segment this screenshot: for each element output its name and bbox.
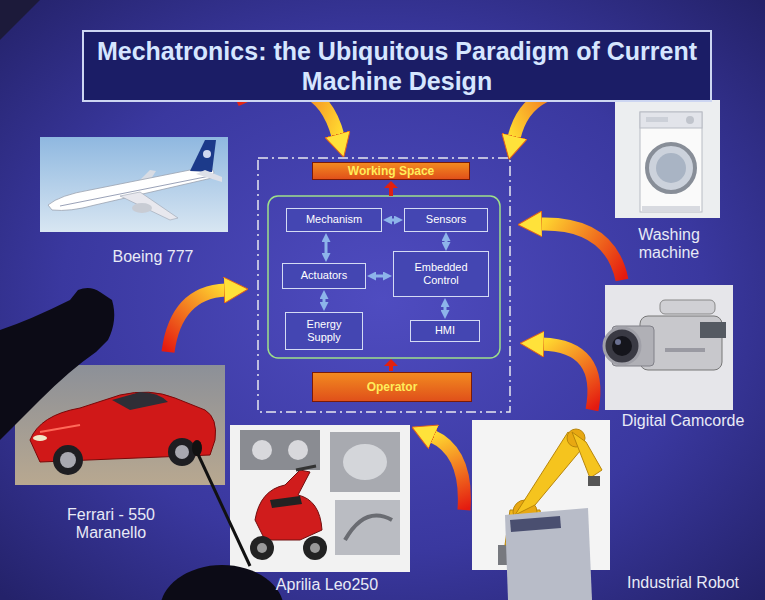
camcorder-photo [604, 285, 733, 410]
block-box: Mechanism [286, 208, 382, 232]
block-box: Sensors [404, 208, 488, 232]
picture-caption: Ferrari - 550 Maranello [46, 506, 176, 543]
picture-caption: Boeing 777 [98, 248, 208, 266]
podium-sign [505, 508, 592, 600]
node-text: HMI [435, 324, 455, 337]
node-text: Embedded Control [398, 261, 484, 287]
airplane-photo [40, 137, 228, 232]
washing-machine-photo [615, 100, 720, 218]
phase-bar: Operator [312, 372, 472, 402]
node-text: Sensors [426, 213, 466, 226]
head-silhouette [160, 565, 284, 600]
scooter-photo [230, 425, 410, 572]
picture-caption: Digital Camcorde [608, 412, 758, 430]
block-box: Embedded Control [393, 251, 489, 297]
link-arrow [444, 307, 447, 310]
hand-silhouette [0, 288, 114, 440]
link-arrow [376, 275, 383, 278]
title-banner: Mechatronics: the Ubiquitous Paradigm of… [82, 30, 712, 102]
node-text: Actuators [301, 269, 347, 282]
node-text: Energy Supply [290, 318, 358, 344]
link-arrow [392, 219, 394, 222]
picture-caption: Aprilia Leo250 [252, 576, 402, 594]
node-text: Mechanism [306, 213, 362, 226]
picture-caption: Washing machine [624, 226, 714, 263]
node-text: Operator [367, 380, 418, 394]
picture-caption: Industrial Robot [608, 574, 758, 592]
phase-bar: Working Space [312, 162, 470, 180]
block-box: HMI [410, 320, 480, 342]
block-box: Energy Supply [285, 312, 363, 350]
link-arrow [323, 299, 326, 302]
title-text: Mechatronics: the Ubiquitous Paradigm of… [96, 36, 698, 96]
block-box: Actuators [282, 263, 366, 289]
node-text: Working Space [348, 164, 434, 178]
link-arrow [445, 241, 448, 242]
link-arrow [325, 242, 328, 253]
